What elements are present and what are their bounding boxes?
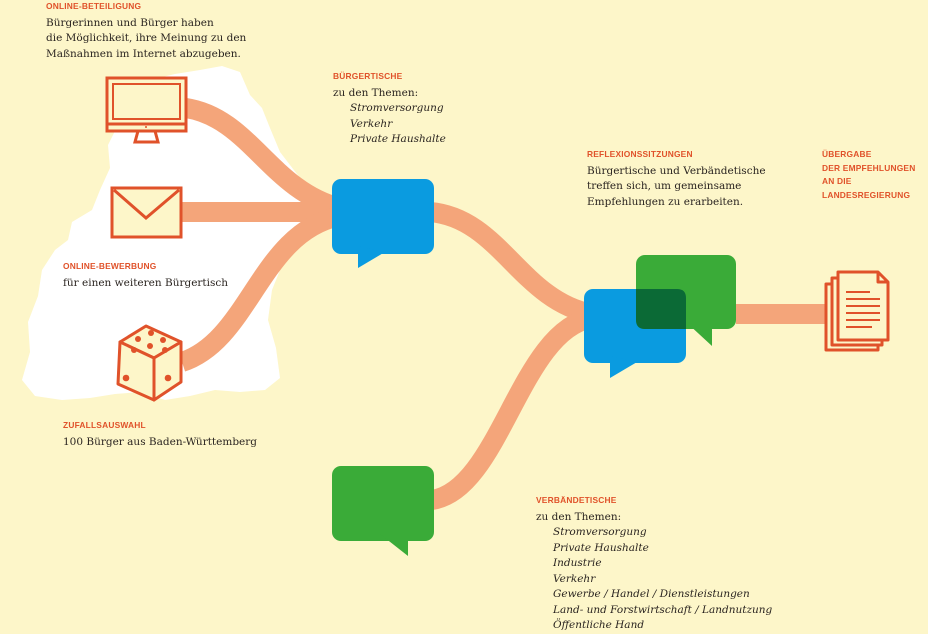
handover-block: ÜBERGABE DER EMPFEHLUNGEN AN DIE LANDESR… (822, 148, 926, 202)
online-participation-line-3: Maßnahmen im Internet abzugeben. (46, 47, 241, 60)
citizen-tables-title: BÜRGERTISCHE (333, 71, 403, 81)
flow-association-to-reflection (429, 308, 595, 510)
online-application-text: für einen weiteren Bürgertisch (63, 276, 229, 289)
online-participation-line-1: Bürgerinnen und Bürger haben (46, 16, 214, 29)
document-stack-icon (824, 270, 890, 352)
citizen-topic-item: Verkehr (350, 117, 393, 130)
association-topic-item: Industrie (553, 557, 602, 569)
association-tables-topics: Stromversorgung Private Haushalte Indust… (536, 525, 776, 634)
association-tables-title: VERBÄNDETISCHE (536, 495, 617, 505)
flow-online-to-citizen (183, 98, 343, 218)
association-topic-item: Verkehr (553, 572, 596, 585)
reflection-sessions-title: REFLEXIONSSITZUNGEN (587, 149, 693, 159)
reflection-line-2: treffen sich, um gemeinsame (587, 180, 742, 192)
online-application-title: ONLINE-BEWERBUNG (63, 261, 157, 271)
association-topic-item: Stromversorgung (553, 526, 647, 538)
online-participation-title: ONLINE-BETEILIGUNG (46, 1, 142, 11)
online-participation-line-2: die Möglichkeit, ihre Meinung zu den (46, 32, 247, 44)
dice-icon (116, 324, 183, 402)
online-application-block: ONLINE-BEWERBUNG für einen weiteren Bürg… (63, 260, 263, 291)
reflection-line-3: Empfehlungen zu erarbeiten. (587, 195, 744, 208)
citizen-tables-block: BÜRGERTISCHE zu den Themen: Stromversorg… (333, 70, 533, 148)
association-tables-bubble (332, 466, 434, 556)
citizen-tables-topics: Stromversorgung Verkehr Private Haushalt… (333, 101, 533, 148)
association-topic-item: Öffentliche Hand (553, 619, 645, 631)
online-participation-block: ONLINE-BETEILIGUNG Bürgerinnen und Bürge… (46, 0, 256, 62)
association-tables-intro: zu den Themen: (536, 510, 622, 523)
handover-title-line-2: DER EMPFEHLUNGEN (822, 162, 916, 173)
handover-title-line-4: LANDESREGIERUNG (822, 189, 911, 200)
citizen-tables-intro: zu den Themen: (333, 86, 419, 99)
citizen-topic-item: Private Haushalte (350, 133, 446, 145)
flow-lines (178, 98, 826, 510)
handover-title-line-3: AN DIE (822, 176, 852, 186)
random-selection-block: ZUFALLSAUSWAHL 100 Bürger aus Baden-Würt… (63, 419, 293, 450)
association-topic-item: Private Haushalte (553, 541, 649, 554)
flow-citizen-to-reflection (428, 202, 595, 324)
monitor-icon (105, 76, 188, 144)
reflection-sessions-block: REFLEXIONSSITZUNGEN Bürgertische und Ver… (587, 148, 787, 210)
association-tables-block: VERBÄNDETISCHE zu den Themen: Stromverso… (536, 494, 776, 634)
association-topic-item: Gewerbe / Handel / Dienstleistungen (553, 588, 750, 600)
random-selection-text: 100 Bürger aus Baden-Württemberg (63, 435, 257, 448)
reflection-sessions-bubbles (584, 255, 736, 378)
random-selection-title: ZUFALLSAUSWAHL (63, 420, 146, 430)
flow-random-to-citizen (178, 206, 343, 372)
association-topic-item: Land- und Forstwirtschaft / Landnutzung (553, 603, 773, 616)
citizen-topic-item: Stromversorgung (350, 102, 444, 114)
citizen-tables-bubble (332, 179, 434, 268)
envelope-icon (110, 186, 183, 239)
reflection-line-1: Bürgertische und Verbändetische (587, 164, 766, 177)
handover-title-line-1: ÜBERGABE (822, 149, 872, 159)
